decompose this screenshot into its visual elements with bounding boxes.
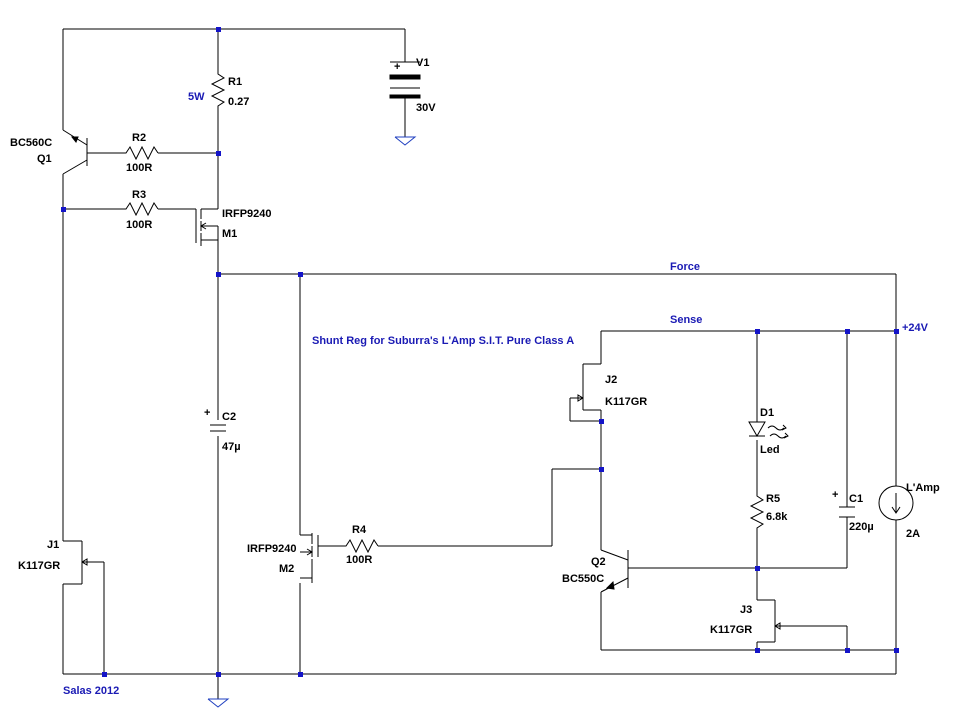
jfet-j2[interactable]	[570, 363, 601, 411]
j3-value: K117GR	[710, 624, 752, 636]
jfet-j1[interactable]	[63, 540, 88, 585]
r3-name: R3	[132, 189, 146, 201]
ground-icon	[394, 136, 417, 146]
q1-value: BC560C	[10, 137, 52, 149]
j2-value: K117GR	[605, 396, 647, 408]
v1-name: V1	[416, 57, 429, 69]
c1-name: C1	[849, 493, 863, 505]
labels: V1 30V R1 0.27 5W BC560C Q1 R2 100R R3 1…	[10, 57, 940, 697]
r1-name: R1	[228, 76, 242, 88]
j1-value: K117GR	[18, 560, 60, 572]
current-source-lamp[interactable]	[878, 485, 914, 521]
wires	[62, 28, 897, 699]
author-label: Salas 2012	[63, 685, 119, 697]
resistor-r5[interactable]	[749, 490, 765, 532]
capacitor-c2[interactable]: +	[204, 407, 226, 432]
svg-text:+: +	[832, 489, 838, 501]
mosfet-m2[interactable]	[300, 533, 319, 583]
net-sense: Sense	[670, 314, 702, 326]
battery-v1[interactable]: +	[389, 61, 421, 99]
capacitor-c1[interactable]: +	[832, 489, 855, 518]
q2-value: BC550C	[562, 573, 604, 585]
c1-value: 220µ	[849, 521, 874, 533]
transistor-q1[interactable]	[62, 129, 122, 175]
net-force: Force	[670, 261, 700, 273]
q2-name: Q2	[591, 556, 606, 568]
ground-icon	[207, 698, 230, 708]
jfet-j3[interactable]	[757, 599, 781, 643]
r5-name: R5	[766, 493, 780, 505]
v1-value: 30V	[416, 102, 436, 114]
c2-name: C2	[222, 411, 236, 423]
svg-text:+: +	[204, 407, 210, 419]
mosfet-m1[interactable]	[195, 198, 219, 246]
d1-value: Led	[760, 444, 780, 456]
m1-value: IRFP9240	[222, 208, 272, 220]
r4-value: 100R	[346, 554, 372, 566]
resistor-r2[interactable]	[122, 145, 159, 161]
j1-name: J1	[47, 539, 59, 551]
m1-name: M1	[222, 228, 237, 240]
led-d1[interactable]	[748, 418, 789, 439]
d1-name: D1	[760, 407, 774, 419]
m2-name: M2	[279, 563, 294, 575]
r2-name: R2	[132, 132, 146, 144]
m2-value: IRFP9240	[247, 543, 297, 555]
lamp-name: L'Amp	[906, 482, 940, 494]
transistor-q2[interactable]	[600, 549, 629, 593]
junction-nodes	[61, 27, 899, 677]
r5-value: 6.8k	[766, 511, 788, 523]
j2-name: J2	[605, 374, 617, 386]
r4-name: R4	[352, 524, 367, 536]
r3-value: 100R	[126, 219, 152, 231]
schematic-title: Shunt Reg for Suburra's L'Amp S.I.T. Pur…	[312, 335, 574, 347]
resistor-r1[interactable]	[210, 68, 226, 110]
c2-value: 47µ	[222, 441, 241, 453]
j3-name: J3	[740, 604, 752, 616]
resistor-r3[interactable]	[122, 201, 159, 217]
resistor-r4[interactable]	[342, 538, 379, 554]
svg-text:+: +	[394, 61, 400, 73]
r1-power-note: 5W	[188, 91, 205, 103]
r2-value: 100R	[126, 162, 152, 174]
r1-value: 0.27	[228, 96, 249, 108]
q1-name: Q1	[37, 153, 52, 165]
lamp-value: 2A	[906, 528, 920, 540]
net-plus24: +24V	[902, 322, 929, 334]
